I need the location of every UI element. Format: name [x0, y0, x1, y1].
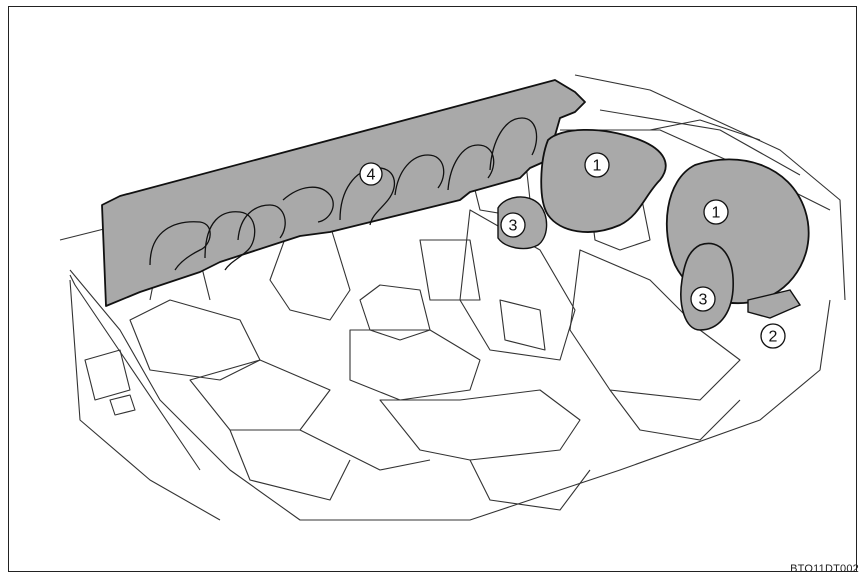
callout-3-driver: 3: [699, 292, 708, 309]
curtain-shield-airbag: 4: [101, 79, 586, 307]
side-airbag-driver: 3: [680, 242, 734, 331]
callout-1-driver: 1: [712, 205, 721, 222]
callout-4: 4: [367, 167, 376, 184]
side-airbag-front-passenger: 3: [497, 196, 548, 250]
front-airbag-passenger: 1: [540, 128, 667, 233]
figure-reference-code: BTO11DT002: [790, 563, 859, 575]
callout-2: 2: [769, 329, 778, 346]
callout-3-passenger: 3: [509, 218, 518, 235]
knee-airbag: 2: [747, 289, 802, 349]
diagram-frame: [8, 6, 857, 572]
callout-1-passenger: 1: [593, 158, 602, 175]
curtain-airbag-chamber-lines: [149, 117, 538, 271]
